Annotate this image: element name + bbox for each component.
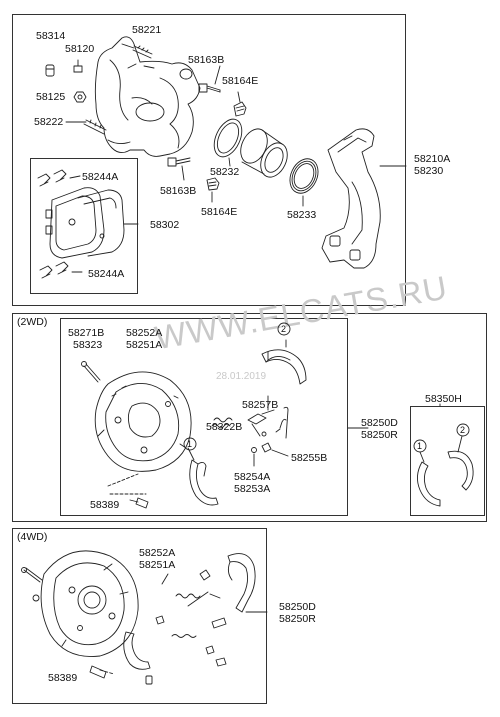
label-58163b-bottom: 58163B	[160, 185, 197, 197]
label-58314: 58314	[36, 30, 66, 42]
backing-plate-4wd-drawing	[40, 550, 139, 657]
guide-pin-left-drawing	[65, 119, 107, 135]
label-58221: 58221	[132, 24, 162, 36]
section-title-2wd: (2WD)	[17, 316, 48, 328]
label-58164e-bottom: 58164E	[201, 206, 238, 218]
twowd-frame	[12, 313, 487, 522]
section-title-4wd: (4WD)	[17, 531, 48, 543]
callout-circle-2	[277, 322, 291, 336]
watermark-date: 28.01.2019	[216, 371, 267, 382]
label-58271b: 58271B	[68, 327, 105, 339]
label-58302: 58302	[150, 219, 180, 231]
label-58250r-4wd: 58250R	[279, 613, 316, 625]
callout-number-2b: 2	[460, 425, 466, 435]
callout-number-2: 2	[281, 324, 287, 334]
caliper-bolt-top-drawing	[198, 65, 221, 93]
label-58125: 58125	[36, 91, 66, 103]
label-58244a-bottom: 58244A	[88, 268, 125, 280]
boot-bottom-drawing	[206, 177, 220, 203]
twowd-inner-frame	[60, 318, 348, 516]
caliper-carrier-drawing	[321, 128, 381, 269]
label-58323: 58323	[73, 339, 103, 351]
callout-number-1b: 1	[417, 441, 423, 451]
backing-plate-bolt-4wd-drawing	[21, 567, 43, 602]
brake-shoe-1-drawing	[187, 447, 219, 506]
brake-pad-subframe	[30, 158, 138, 294]
backing-plate-2wd-drawing	[94, 371, 192, 472]
label-58252a-2wd: 58252A	[126, 327, 163, 339]
label-58389-4wd: 58389	[48, 672, 78, 684]
brake-shoe-2-drawing	[261, 339, 307, 385]
label-58233: 58233	[287, 209, 317, 221]
label-58251a-2wd: 58251A	[126, 339, 163, 351]
label-58251a-4wd: 58251A	[139, 559, 176, 571]
label-58244a-top: 58244A	[82, 171, 119, 183]
caliper-housing-drawing	[94, 36, 201, 157]
label-58222: 58222	[34, 116, 64, 128]
guide-pin-top-drawing	[121, 43, 153, 59]
label-58250d-4wd: 58250D	[279, 601, 316, 613]
brake-shoes-4wd-drawing	[123, 553, 256, 685]
brake-hardware-2wd-drawing	[211, 395, 289, 467]
fourwd-frame	[12, 528, 267, 704]
bolt-58389-2wd-drawing	[107, 473, 149, 509]
label-58230: 58230	[414, 165, 444, 177]
label-58350h: 58350H	[425, 393, 462, 405]
label-58164e-top: 58164E	[222, 75, 259, 87]
label-58210a: 58210A	[414, 153, 451, 165]
label-58252a-4wd: 58252A	[139, 547, 176, 559]
boot-top-drawing	[233, 91, 247, 117]
parking-shoe-subframe	[410, 406, 485, 516]
label-58255b: 58255B	[291, 452, 328, 464]
label-58250r-2wd: 58250R	[361, 429, 398, 441]
label-58322b: 58322B	[206, 421, 243, 433]
label-58257b: 58257B	[242, 399, 279, 411]
parking-shoes-drawing	[417, 435, 474, 507]
callout-circle-1b	[413, 439, 427, 453]
label-58254a: 58254A	[234, 471, 271, 483]
piston-boot-drawing	[289, 158, 319, 207]
label-58389-2wd: 58389	[90, 499, 120, 511]
label-58250d-2wd: 58250D	[361, 417, 398, 429]
brake-pads-drawing	[37, 169, 139, 279]
caliper-bolt-bottom-drawing	[167, 157, 191, 181]
front-caliper-frame	[12, 14, 406, 306]
callout-number-1: 1	[187, 439, 193, 449]
label-58253a: 58253A	[234, 483, 271, 495]
label-58120: 58120	[65, 43, 95, 55]
bleeder-screw-drawing	[73, 59, 83, 73]
bolt-58389-4wd-drawing	[89, 665, 115, 679]
bleeder-cap-drawing	[45, 64, 55, 77]
callout-circle-1	[183, 437, 197, 451]
backing-plate-bolt-drawing	[81, 361, 101, 383]
label-58163b-top: 58163B	[188, 54, 225, 66]
piston-drawing	[240, 128, 288, 178]
nut-drawing	[73, 91, 87, 103]
callout-circle-2b	[456, 423, 470, 437]
label-58232: 58232	[210, 166, 240, 178]
piston-seal-drawing	[213, 118, 243, 167]
